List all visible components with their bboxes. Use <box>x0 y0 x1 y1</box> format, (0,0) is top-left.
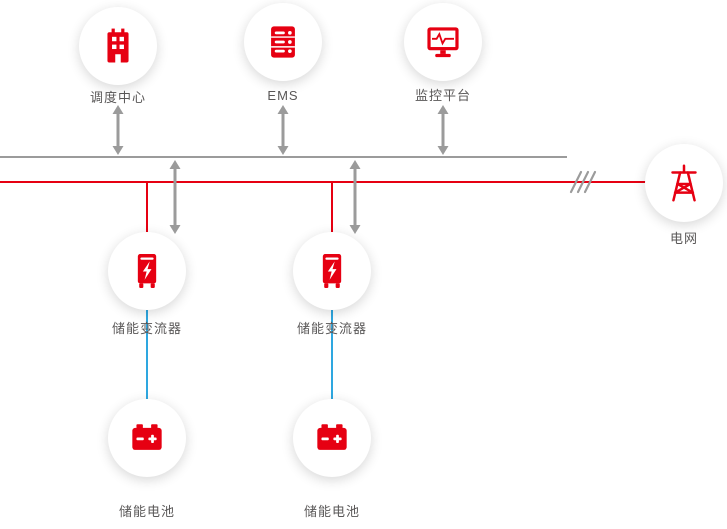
ems-comms-arrow-icon <box>277 105 289 155</box>
battery2-label: 储能电池 <box>303 504 360 519</box>
building-icon <box>107 28 129 63</box>
pcs1-node <box>108 232 186 310</box>
dispatch-comms-arrow-icon <box>112 105 124 155</box>
dispatch-center-node <box>79 7 157 85</box>
grid-disconnect-icon <box>569 170 597 194</box>
power-bus-line <box>0 181 646 183</box>
communication-bus-line <box>0 156 567 158</box>
ems-label: EMS <box>267 88 299 103</box>
battery1-label: 储能电池 <box>118 504 175 519</box>
battery1-node <box>108 399 186 477</box>
ems-node <box>244 3 322 81</box>
battery2-dc-link <box>331 310 333 399</box>
converter-cabinet-icon <box>322 254 342 288</box>
battery-icon <box>132 424 162 450</box>
monitor-waveform-icon <box>427 27 459 58</box>
pcs2-power-link <box>331 182 333 233</box>
grid-label: 电网 <box>669 231 698 246</box>
pcs2-label: 储能变流器 <box>296 321 367 336</box>
converter-cabinet-icon <box>137 254 157 288</box>
battery1-dc-link <box>146 310 148 399</box>
pcs1-comms-arrow-icon <box>169 160 181 234</box>
transmission-tower-icon <box>671 164 697 202</box>
monitoring-platform-node <box>404 3 482 81</box>
server-stack-icon <box>271 26 295 58</box>
pcs1-label: 储能变流器 <box>111 321 182 336</box>
pcs1-power-link <box>146 182 148 233</box>
pcs2-comms-arrow-icon <box>349 160 361 234</box>
grid-node <box>645 144 723 222</box>
dispatch-center-label: 调度中心 <box>89 90 146 105</box>
battery-icon <box>317 424 347 450</box>
pcs2-node <box>293 232 371 310</box>
battery2-node <box>293 399 371 477</box>
monitoring-comms-arrow-icon <box>437 105 449 155</box>
monitoring-platform-label: 监控平台 <box>414 88 471 103</box>
